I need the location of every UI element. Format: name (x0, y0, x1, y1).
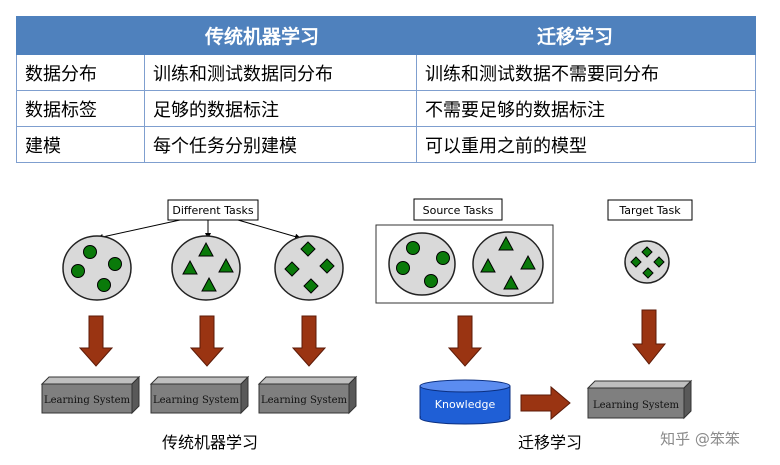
target-task-box: Target Task (607, 199, 693, 221)
diamond-icon (284, 261, 300, 277)
learning-system-label: Learning System (593, 400, 680, 411)
learning-system-box: Learning System (586, 379, 693, 420)
table-header-cell: 传统机器学习 (144, 16, 417, 55)
learning-system-label: Learning System (261, 395, 348, 406)
task-circle (472, 231, 544, 297)
circle-icon (108, 257, 122, 271)
down-arrow (447, 315, 483, 367)
task-circle (171, 235, 241, 301)
circle-icon (97, 278, 111, 292)
table-cell: 足够的数据标注 (144, 90, 417, 127)
learning-system-box: Learning System (257, 375, 358, 415)
triangle-icon (503, 274, 519, 290)
triangle-icon (480, 257, 496, 273)
learning-system-label: Learning System (44, 395, 131, 406)
watermark: 知乎 @笨笨 (660, 430, 740, 448)
down-arrow (78, 315, 114, 367)
traditional-caption: 传统机器学习 (162, 433, 258, 452)
table-cell: 可以重用之前的模型 (416, 126, 756, 163)
table-header-cell (16, 16, 145, 55)
table-cell: 不需要足够的数据标注 (416, 90, 756, 127)
table-cell: 数据分布 (16, 54, 145, 91)
task-circle (274, 235, 344, 301)
task-circle (388, 232, 456, 296)
knowledge-label: Knowledge (435, 398, 496, 411)
diamond-icon (630, 256, 642, 268)
table-cell: 数据标签 (16, 90, 145, 127)
learning-system-box: Learning System (40, 375, 141, 415)
learning-system-box: Learning System (149, 375, 250, 415)
circle-icon (406, 241, 420, 255)
circle-icon (424, 274, 438, 288)
task-link-line (237, 219, 301, 240)
task-link-line (97, 219, 181, 240)
triangle-icon (218, 257, 234, 273)
diamond-icon (300, 241, 316, 257)
diamond-icon (303, 278, 319, 294)
circle-icon (396, 261, 410, 275)
learning-diagram: Different Tasks Learning System (40, 198, 740, 452)
circle-icon (71, 264, 85, 278)
table-header-row: 传统机器学习 迁移学习 (16, 16, 756, 55)
diamond-icon (319, 258, 335, 274)
diamond-icon (642, 267, 654, 279)
down-arrow (291, 315, 327, 367)
table-cell: 每个任务分别建模 (144, 126, 417, 163)
task-circle (624, 240, 670, 284)
circle-icon (83, 245, 97, 259)
comparison-table: 传统机器学习 迁移学习 数据分布 训练和测试数据同分布 训练和测试数据不需要同分… (16, 16, 756, 163)
diamond-icon (641, 246, 653, 258)
source-tasks-box: Source Tasks (413, 198, 503, 221)
knowledge-cylinder: Knowledge (419, 379, 511, 425)
table-row: 数据分布 训练和测试数据同分布 训练和测试数据不需要同分布 (16, 54, 756, 91)
down-arrow (189, 315, 225, 367)
table-row: 建模 每个任务分别建模 可以重用之前的模型 (16, 126, 756, 163)
table-row: 数据标签 足够的数据标注 不需要足够的数据标注 (16, 90, 756, 127)
right-arrow (520, 385, 571, 421)
triangle-icon (182, 259, 198, 275)
target-task-label: Target Task (618, 204, 681, 217)
table-cell: 训练和测试数据同分布 (144, 54, 417, 91)
table-cell: 建模 (16, 126, 145, 163)
learning-system-label: Learning System (153, 395, 240, 406)
task-circle (62, 235, 132, 301)
triangle-icon (201, 276, 217, 292)
triangle-icon (498, 235, 514, 251)
different-tasks-box: Different Tasks (167, 199, 259, 221)
triangle-icon (198, 241, 214, 257)
circle-icon (436, 251, 450, 265)
diamond-icon (653, 256, 665, 268)
table-header-cell: 迁移学习 (416, 16, 756, 55)
triangle-icon (520, 254, 536, 270)
down-arrow (631, 309, 667, 365)
table-cell: 训练和测试数据不需要同分布 (416, 54, 756, 91)
transfer-caption: 迁移学习 (518, 433, 582, 452)
different-tasks-label: Different Tasks (172, 204, 253, 217)
source-tasks-label: Source Tasks (423, 204, 494, 217)
